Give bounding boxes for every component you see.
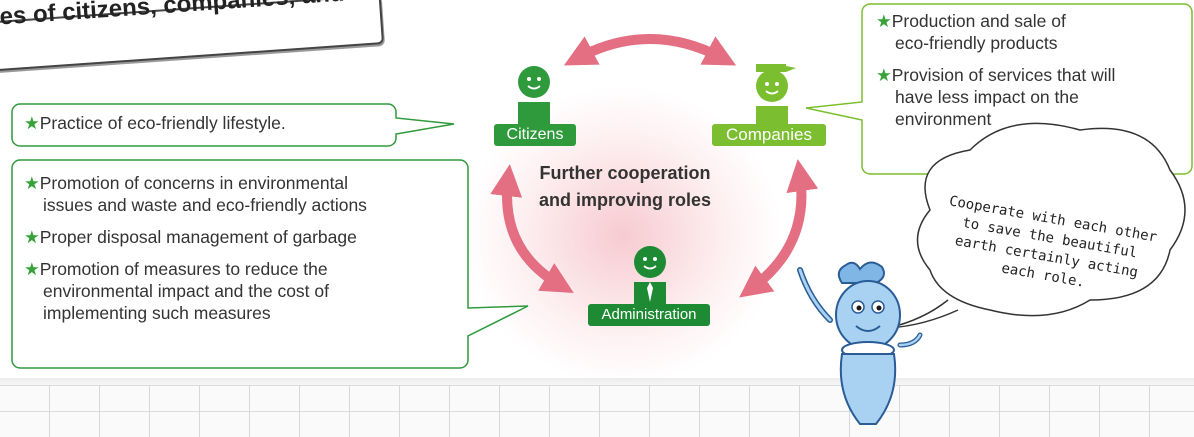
double-arrow-icon — [490, 34, 819, 298]
mascot-character — [797, 261, 923, 425]
person-icon-companies — [756, 64, 796, 124]
grid-background — [0, 385, 1194, 437]
administration-label: Administration — [588, 304, 710, 326]
companies-item-2: ★Provision of services that will have le… — [876, 65, 1116, 129]
companies-item-1: ★Production and sale of eco-friendly pro… — [876, 11, 1066, 53]
speech-bubble — [887, 122, 1186, 329]
citizens-callout-box — [11, 103, 455, 147]
admin-item-2: ★Proper disposal management of garbage — [24, 227, 357, 247]
citizens-box-text: ★Practice of eco-friendly lifestyle. — [24, 112, 286, 134]
citizens-item: Practice of eco-friendly lifestyle. — [39, 113, 286, 133]
admin-item-1: ★Promotion of concerns in environmental … — [24, 173, 367, 215]
person-icon-administration — [634, 246, 666, 304]
star-icon: ★ — [24, 227, 40, 247]
person-icon-citizens — [518, 66, 550, 124]
administration-callout-box — [11, 159, 529, 369]
administration-box-text: ★Promotion of concerns in environmental … — [24, 172, 464, 324]
star-icon: ★ — [876, 65, 892, 85]
center-line-2: and improving roles — [538, 190, 712, 210]
center-line-1: Further cooperation — [539, 163, 711, 183]
admin-item-3: ★Promotion of measures to reduce the env… — [24, 259, 329, 323]
star-icon: ★ — [24, 113, 40, 133]
center-caption: Further cooperation and improving roles — [525, 160, 725, 214]
star-icon: ★ — [24, 173, 40, 193]
companies-box-text: ★Production and sale of eco-friendly pro… — [876, 10, 1186, 130]
star-icon: ★ — [24, 259, 40, 279]
companies-label: Companies — [712, 124, 826, 146]
citizens-label: Citizens — [494, 124, 576, 146]
star-icon: ★ — [876, 11, 892, 31]
